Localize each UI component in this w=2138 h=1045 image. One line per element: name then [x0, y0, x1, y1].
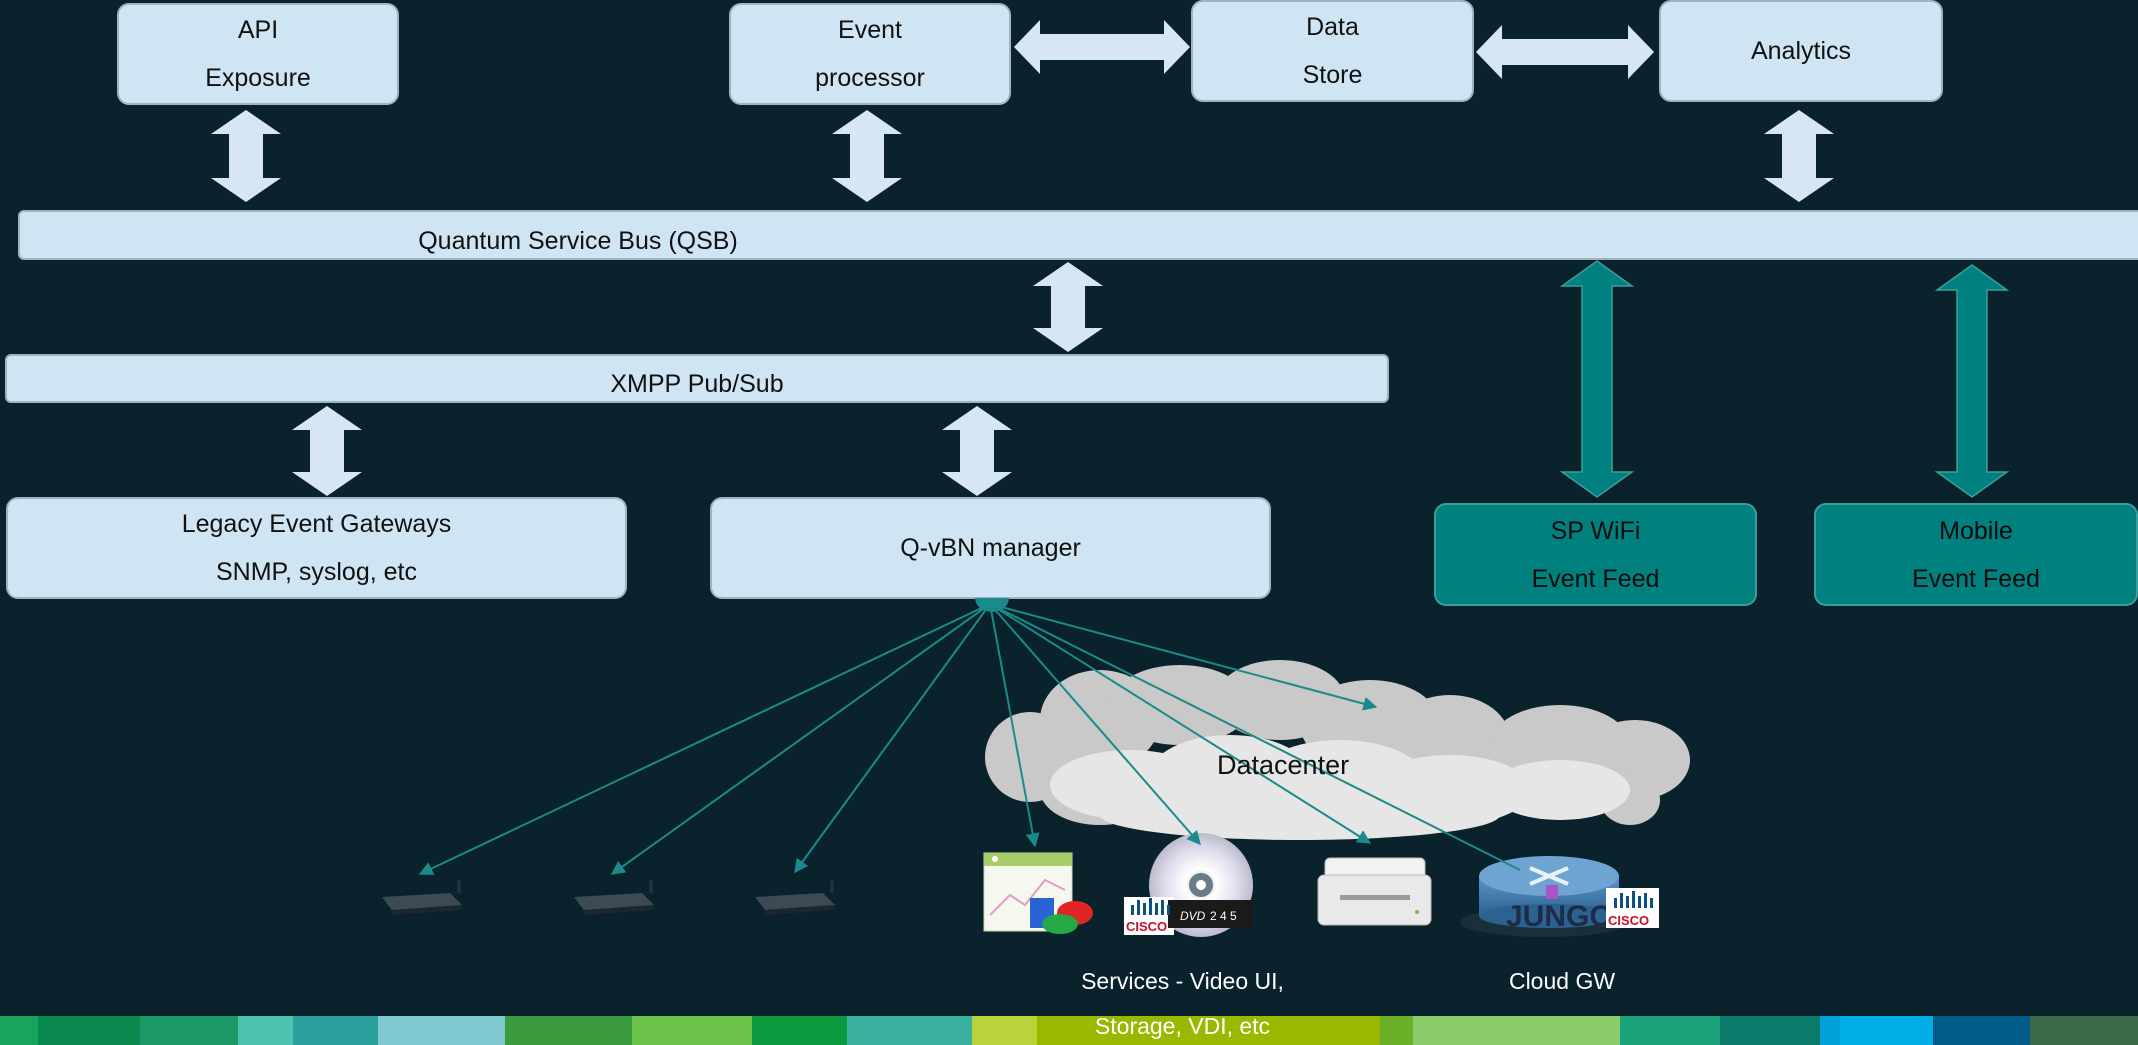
xmpp-legacy-arrow — [292, 406, 362, 496]
services-label-line1: Services - Video UI, — [1081, 968, 1284, 994]
xmpp-bar: XMPP Pub/Sub — [5, 354, 1389, 403]
xmpp-qvbn-arrow — [942, 406, 1012, 496]
connector-router-1 — [418, 603, 991, 875]
data-store-line2: Store — [1302, 61, 1363, 89]
wifi-router-1 — [382, 880, 462, 915]
dvd-text: DVD — [1180, 909, 1206, 923]
sp-wifi-box: SP WiFi Event Feed — [1434, 503, 1757, 606]
cisco-logo-left: CISCO — [1126, 898, 1170, 934]
dvd-icon: 2 4 5 DVD — [1124, 833, 1253, 937]
cisco-text-right: CISCO — [1608, 913, 1649, 928]
qsb-label: Quantum Service Bus (QSB) — [418, 227, 738, 255]
chart-window-icon — [983, 852, 1093, 934]
connector-printer — [989, 603, 1372, 844]
spwifi-qsb-arrow — [1559, 260, 1635, 498]
xmpp-label: XMPP Pub/Sub — [610, 370, 784, 398]
connector-cloud-gw — [989, 603, 1521, 871]
sp-wifi-line1: SP WiFi — [1550, 516, 1641, 545]
data-store-box: Data Store — [1191, 0, 1474, 102]
qvbn-manager-box: Q-vBN manager — [710, 497, 1271, 599]
qvbn-manager-line1: Q-vBN manager — [900, 534, 1081, 562]
jungo-text: JUNGO — [1506, 900, 1613, 933]
analytics-qsb-arrow — [1764, 110, 1834, 202]
analytics-box: Analytics — [1659, 0, 1943, 102]
connector-cloud — [989, 603, 1378, 711]
horizontal-double-arrows — [1014, 20, 1654, 79]
cisco-logo-right: CISCO — [1606, 888, 1659, 928]
connector-chart — [989, 603, 1040, 848]
qsb-bar: Quantum Service Bus (QSB) — [18, 210, 2138, 260]
mobile-qsb-arrow — [1934, 264, 2010, 498]
api-exposure-line2: Exposure — [205, 64, 311, 92]
wifi-router-2 — [574, 880, 654, 915]
diagram-graphics: 2 4 5 DVD CISCO JUNGO — [211, 20, 2010, 937]
api-exposure-line1: API — [237, 16, 279, 44]
api-exposure-box: API Exposure — [117, 3, 399, 105]
printer-icon — [1317, 857, 1432, 926]
legacy-gateways-line1: Legacy Event Gateways — [181, 510, 452, 538]
event-data-arrow — [1014, 20, 1190, 74]
connector-router-3 — [794, 603, 991, 874]
legacy-gateways-line2: SNMP, syslog, etc — [215, 558, 417, 586]
vertical-double-arrows — [211, 110, 1834, 496]
cloud-gw-label: Cloud GW — [1508, 968, 1616, 994]
mobile-box: Mobile Event Feed — [1814, 503, 2138, 606]
event-qsb-arrow — [832, 110, 902, 202]
sp-wifi-line2: Event Feed — [1531, 564, 1660, 593]
fanout-hub — [975, 598, 1009, 612]
wifi-router-3 — [755, 880, 835, 915]
datacenter-label: Datacenter — [1217, 750, 1350, 780]
connector-dvd — [989, 603, 1201, 846]
event-processor-line2: processor — [815, 64, 925, 92]
event-processor-box: Event processor — [729, 3, 1011, 105]
mobile-line2: Event Feed — [1912, 564, 2040, 593]
data-analytics-arrow — [1476, 25, 1654, 79]
fanout-connectors — [418, 603, 1521, 875]
clapper-numbers: 2 4 5 — [1210, 909, 1237, 923]
api-qsb-arrow — [211, 110, 281, 202]
legacy-gateways-box: Legacy Event Gateways SNMP, syslog, etc — [6, 497, 627, 599]
qsb-xmpp-arrow — [1033, 262, 1103, 352]
services-label-line2: Storage, VDI, etc — [1094, 1013, 1271, 1039]
cloud-gw-router-icon: JUNGO — [1460, 856, 1630, 937]
analytics-line1: Analytics — [1750, 37, 1852, 65]
cisco-text-left: CISCO — [1126, 919, 1167, 934]
data-store-line1: Data — [1306, 13, 1359, 41]
mobile-line1: Mobile — [1939, 516, 2013, 545]
event-processor-line1: Event — [838, 16, 902, 44]
connector-router-2 — [610, 603, 991, 875]
teal-double-arrows — [1559, 260, 2010, 498]
